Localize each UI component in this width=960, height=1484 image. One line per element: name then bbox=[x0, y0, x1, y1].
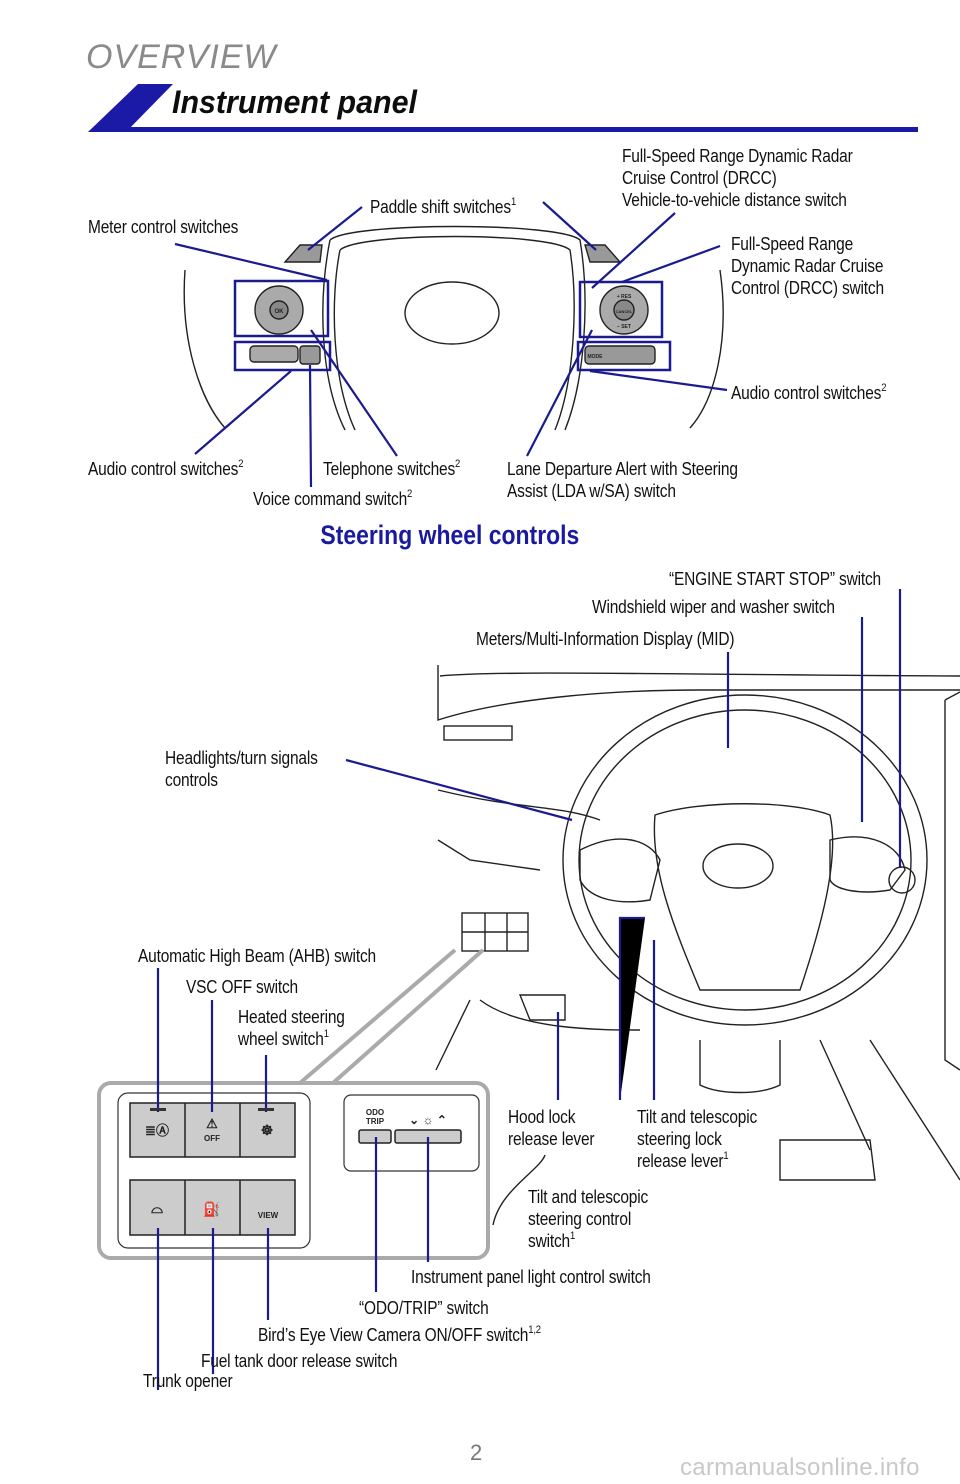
panel-light-label: Instrument panel light control switch bbox=[411, 1267, 651, 1287]
ahb-label: Automatic High Beam (AHB) switch bbox=[138, 946, 376, 966]
voice-command-label: Voice command switch2 bbox=[253, 488, 413, 510]
res-glyph: + RES bbox=[617, 294, 632, 300]
audio-right-label: Audio control switches2 bbox=[731, 382, 887, 404]
set-glyph: – SET bbox=[617, 324, 631, 330]
brightness-icon: ⌄ ☼ ⌃ bbox=[409, 1113, 447, 1127]
title-band bbox=[88, 84, 918, 132]
ahb-icon: ≣Ⓐ bbox=[145, 1123, 169, 1138]
odo-trip-label: “ODO/TRIP” switch bbox=[359, 1298, 489, 1318]
trunk-opener-label: Trunk opener bbox=[143, 1371, 233, 1391]
trunk-icon: ⌓ bbox=[151, 1200, 163, 1217]
telephone-label: Telephone switches2 bbox=[323, 458, 461, 480]
wiper-label: Windshield wiper and washer switch bbox=[592, 597, 835, 617]
engine-start-label: “ENGINE START STOP” switch bbox=[669, 569, 882, 589]
button-glyphs: ≣Ⓐ ⚠ OFF ☸ ⌓ ⛽ VIEW ODO TRIP ⌄ ☼ ⌃ OK + … bbox=[145, 294, 633, 1220]
meter-control-label: Meter control switches bbox=[88, 217, 239, 237]
page-number: 2 bbox=[470, 1440, 483, 1465]
steering-wheel-controls-heading: Steering wheel controls bbox=[320, 520, 580, 550]
birds-eye-label: Bird’s Eye View Camera ON/OFF switch1,2 bbox=[258, 1324, 541, 1346]
vsc-icon: ⚠ bbox=[206, 1116, 218, 1131]
overview-heading: OVERVIEW bbox=[86, 38, 277, 76]
fuel-door-label: Fuel tank door release switch bbox=[201, 1351, 398, 1371]
audio-left-label: Audio control switches2 bbox=[88, 458, 244, 480]
odo-glyph: ODO bbox=[366, 1108, 384, 1117]
leader-lines-steering bbox=[174, 201, 728, 488]
paddle-shift-label: Paddle shift switches1 bbox=[370, 196, 517, 218]
section-title: Instrument panel bbox=[172, 84, 417, 120]
mode-glyph: MODE bbox=[588, 354, 604, 360]
trip-glyph: TRIP bbox=[366, 1117, 385, 1126]
switch-panel-callout bbox=[97, 948, 546, 1260]
fuel-icon: ⛽ bbox=[203, 1201, 220, 1218]
view-glyph: VIEW bbox=[258, 1211, 279, 1220]
watermark: carmanualsonline.info bbox=[680, 1454, 920, 1481]
heated-steering-icon: ☸ bbox=[261, 1122, 274, 1138]
cancel-glyph: CANCEL bbox=[616, 309, 633, 314]
steering-wheel-illustration bbox=[183, 225, 724, 431]
leader-lines-panel bbox=[156, 589, 902, 1390]
vsc-off-label: VSC OFF switch bbox=[186, 977, 298, 997]
dashboard-illustration bbox=[435, 665, 960, 1181]
vsc-off-glyph: OFF bbox=[204, 1134, 220, 1143]
ok-glyph: OK bbox=[275, 309, 285, 315]
mid-label: Meters/Multi-Information Display (MID) bbox=[476, 629, 735, 649]
